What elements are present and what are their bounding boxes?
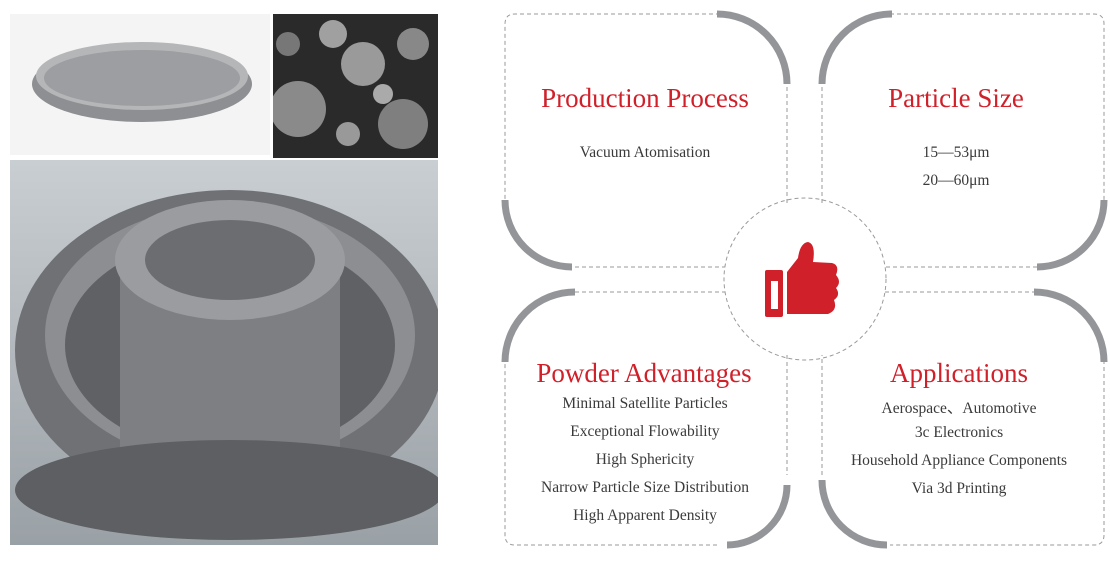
thumbs-up-icon <box>765 242 839 317</box>
card-item: Via 3d Printing <box>911 480 1007 497</box>
card-item: 3c Electronics <box>914 424 1004 441</box>
center-circle <box>723 197 887 361</box>
card-item: 20—60μm <box>922 172 990 189</box>
card-title-applications: Applications <box>890 358 1028 388</box>
card-item: High Sphericity <box>595 451 695 468</box>
card-item: Narrow Particle Size Distribution <box>541 479 749 496</box>
card-item: Exceptional Flowability <box>570 423 720 440</box>
card-item: Minimal Satellite Particles <box>562 395 728 412</box>
card-item: Household Appliance Components <box>850 452 1068 469</box>
powder-particles-photo <box>273 14 438 158</box>
powder-tray-photo <box>10 14 270 155</box>
card-title-production-process: Production Process <box>541 83 749 113</box>
card-item: 15—53μm <box>922 144 990 161</box>
card-item: Vacuum Atomisation <box>579 144 711 161</box>
card-title-powder-advantages: Powder Advantages <box>536 358 752 388</box>
card-title-particle-size: Particle Size <box>888 83 1024 113</box>
card-item: High Apparent Density <box>573 507 717 524</box>
card-item: Aerospace、Automotive <box>881 400 1037 417</box>
printed-part-photo <box>10 160 438 545</box>
